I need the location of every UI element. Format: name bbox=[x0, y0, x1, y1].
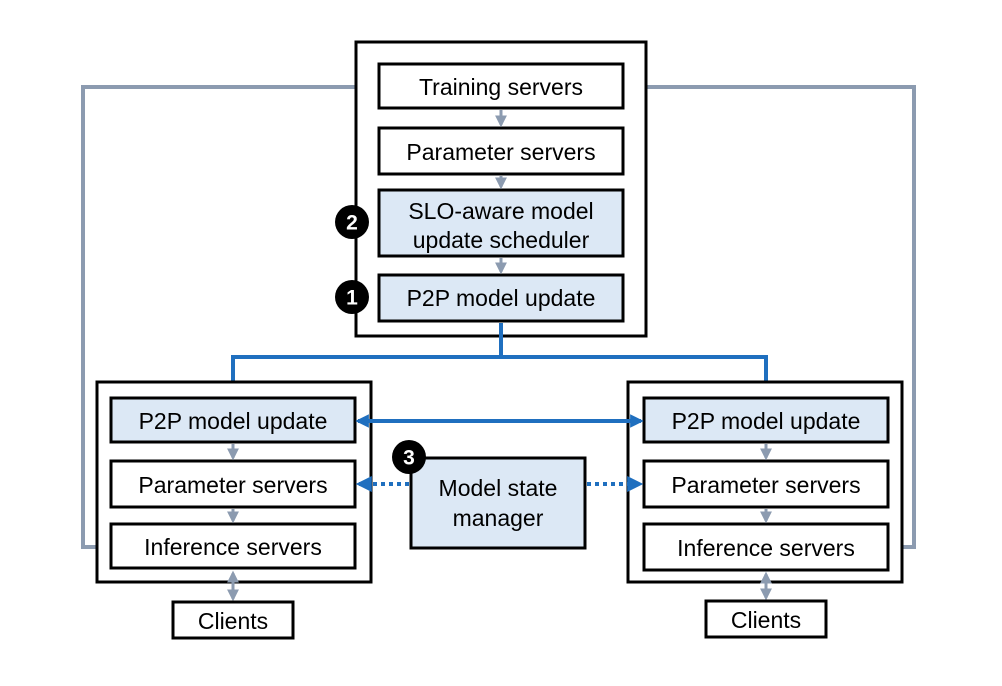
manager-box bbox=[409, 456, 587, 550]
right-inference-box bbox=[642, 522, 890, 572]
right-p2p-label: P2P model update bbox=[672, 408, 861, 434]
central-scheduler-label-line2: update scheduler bbox=[413, 227, 590, 253]
central-p2p-label: P2P model update bbox=[407, 285, 596, 311]
right-inference-label: Inference servers bbox=[677, 535, 855, 561]
badge-2-number: 2 bbox=[346, 212, 358, 235]
badge-2: 2 bbox=[335, 205, 369, 239]
left-parameter-box bbox=[109, 459, 357, 509]
left-parameter-label: Parameter servers bbox=[138, 472, 327, 498]
badge-3: 3 bbox=[392, 440, 426, 474]
central-p2p-box bbox=[377, 273, 625, 323]
right-parameter-box bbox=[642, 459, 890, 509]
central-scheduler-box bbox=[377, 188, 625, 258]
central-scheduler-label-line1: SLO-aware model bbox=[408, 198, 593, 224]
badge-1-number: 1 bbox=[346, 287, 358, 310]
right-p2p-box bbox=[642, 396, 890, 444]
right-clients-box bbox=[704, 599, 828, 639]
left-inference-box bbox=[109, 522, 357, 570]
badge-1: 1 bbox=[335, 280, 369, 314]
right-clients-label: Clients bbox=[731, 607, 801, 633]
manager-label-line2: manager bbox=[453, 505, 544, 531]
left-clients-box bbox=[171, 600, 295, 640]
badge-3-number: 3 bbox=[403, 447, 415, 470]
central-training-label: Training servers bbox=[419, 74, 583, 100]
left-p2p-box bbox=[109, 396, 357, 444]
blue-distribution-line bbox=[226, 323, 503, 397]
central-parameter-label: Parameter servers bbox=[406, 139, 595, 165]
central-training-box bbox=[377, 62, 625, 110]
right-parameter-label: Parameter servers bbox=[671, 472, 860, 498]
left-p2p-label: P2P model update bbox=[139, 408, 328, 434]
left-clients-label: Clients bbox=[198, 608, 268, 634]
central-parameter-box bbox=[377, 126, 625, 176]
manager-label-line1: Model state bbox=[439, 475, 558, 501]
left-inference-label: Inference servers bbox=[144, 534, 322, 560]
